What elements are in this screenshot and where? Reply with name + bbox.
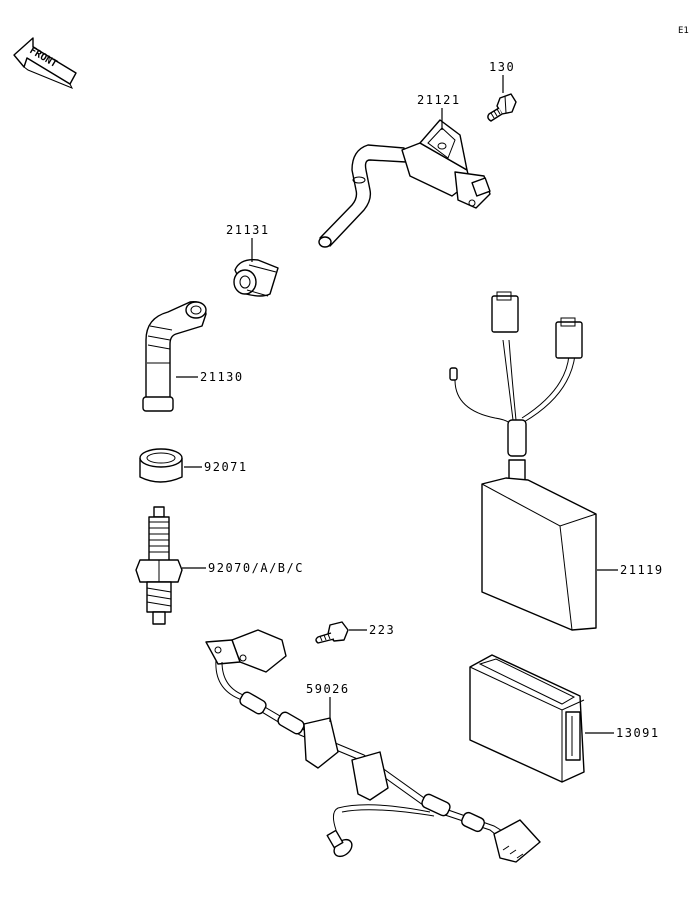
cap-21131 (233, 259, 279, 297)
label-21119: 21119 (620, 563, 664, 577)
igniter-21119 (449, 291, 597, 631)
sheet-id: E1 (678, 26, 689, 36)
harness-59026 (205, 629, 541, 863)
label-92071: 92071 (204, 460, 248, 474)
cap-92071 (139, 448, 183, 483)
cover-13091 (469, 654, 585, 783)
bolt-223 (315, 621, 349, 644)
label-130: 130 (489, 60, 515, 74)
label-223: 223 (369, 623, 395, 637)
label-21130: 21130 (200, 370, 244, 384)
label-59026: 59026 (306, 682, 350, 696)
plug-cap-21130 (142, 301, 207, 412)
label-92070: 92070/A/B/C (208, 561, 304, 575)
front-arrow-icon: FRONT (13, 37, 77, 89)
bolt-130 (487, 93, 517, 122)
ignition-coil-21121 (318, 119, 491, 248)
label-13091: 13091 (616, 726, 660, 740)
label-21121: 21121 (417, 93, 461, 107)
label-21131: 21131 (226, 223, 270, 237)
spark-plug-92070 (135, 506, 183, 625)
